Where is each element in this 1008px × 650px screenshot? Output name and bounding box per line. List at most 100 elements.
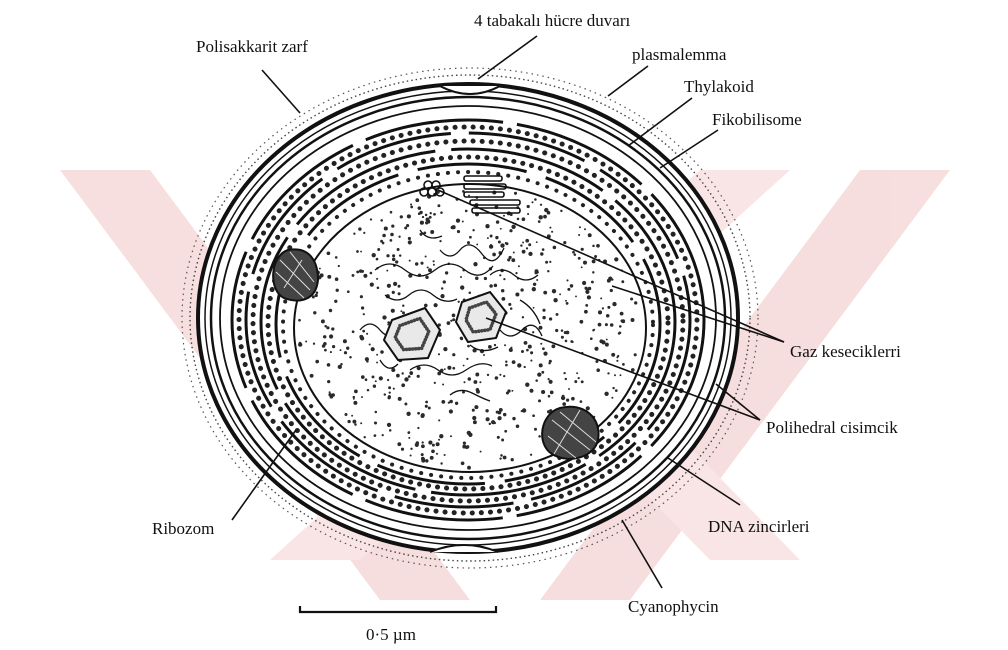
stipple-dot	[476, 243, 478, 245]
stipple-dot	[506, 391, 509, 394]
stipple-dot	[567, 288, 570, 291]
stipple-dot	[336, 289, 339, 292]
stipple-dot	[430, 456, 434, 460]
stipple-dot	[476, 388, 480, 392]
stipple-dot	[560, 210, 562, 212]
stipple-dot	[548, 395, 551, 398]
stipple-dot	[447, 366, 451, 370]
stipple-dot	[536, 241, 538, 243]
stipple-dot	[581, 380, 584, 383]
stipple-dot	[592, 271, 594, 273]
stipple-dot	[360, 251, 362, 253]
stipple-dot	[548, 378, 550, 380]
stipple-dot	[452, 367, 455, 370]
stipple-dot	[511, 225, 515, 229]
stipple-dot	[358, 227, 361, 230]
stipple-dot	[517, 218, 520, 221]
label-polyhedral-body: Polihedral cisimcik	[766, 418, 898, 437]
stipple-dot	[353, 401, 357, 405]
stipple-dot	[330, 351, 332, 353]
stipple-dot	[514, 192, 517, 195]
stipple-dot	[415, 198, 419, 202]
stipple-dot	[461, 338, 463, 340]
stipple-dot	[433, 264, 435, 266]
stipple-dot	[456, 218, 460, 222]
stipple-dot	[622, 363, 625, 366]
stipple-dot	[429, 216, 432, 219]
stipple-dot	[374, 434, 377, 437]
stipple-dot	[379, 376, 383, 380]
stipple-dot	[421, 413, 425, 417]
stipple-dot	[486, 417, 490, 421]
stipple-dot	[428, 441, 432, 445]
stipple-dot	[360, 422, 362, 424]
stipple-dot	[468, 377, 472, 381]
stipple-dot	[539, 326, 543, 330]
stipple-dot	[425, 214, 428, 217]
stipple-dot	[419, 211, 422, 214]
stipple-dot	[316, 291, 319, 294]
stipple-dot	[398, 236, 400, 238]
stipple-dot	[443, 347, 447, 351]
stipple-dot	[434, 303, 438, 307]
stipple-dot	[561, 336, 564, 339]
stipple-dot	[400, 215, 403, 218]
stipple-dot	[592, 245, 595, 248]
stipple-dot	[501, 289, 504, 292]
stipple-dot	[463, 365, 465, 367]
stipple-dot	[485, 224, 489, 228]
stipple-dot	[352, 274, 355, 277]
stipple-dot	[387, 379, 389, 381]
stipple-dot	[581, 248, 584, 251]
label-phycobilisome: Fikobilisome	[712, 110, 802, 129]
stipple-dot	[537, 372, 541, 376]
stipple-dot	[472, 409, 475, 412]
stipple-dot	[592, 259, 596, 263]
stipple-dot	[532, 414, 535, 417]
stipple-dot	[338, 265, 340, 267]
stipple-dot	[387, 324, 389, 326]
stipple-dot	[508, 303, 511, 306]
stipple-dot	[327, 363, 331, 367]
stipple-dot	[408, 437, 410, 439]
stipple-dot	[376, 258, 379, 261]
stipple-dot	[617, 355, 619, 357]
stipple-dot	[518, 265, 520, 267]
stipple-dot	[503, 413, 506, 416]
stipple-dot	[433, 260, 435, 262]
stipple-dot	[327, 275, 331, 279]
stipple-dot	[579, 226, 581, 228]
stipple-dot	[408, 431, 410, 433]
stipple-dot	[594, 255, 597, 258]
stipple-dot	[538, 220, 541, 223]
stipple-dot	[530, 351, 533, 354]
stipple-dot	[543, 352, 547, 356]
stipple-dot	[555, 329, 558, 332]
stipple-dot	[389, 429, 392, 432]
stipple-dot	[467, 431, 471, 435]
stipple-dot	[362, 330, 365, 333]
stipple-dot	[539, 363, 543, 367]
label-polysaccharide-sheath: Polisakkarit zarf	[196, 37, 308, 56]
stipple-dot	[614, 257, 618, 261]
stipple-dot	[515, 272, 517, 274]
stipple-dot	[545, 261, 548, 264]
stipple-dot	[499, 457, 501, 459]
scale-bar: 0·5 µm	[300, 606, 496, 644]
stipple-dot	[390, 211, 393, 214]
stipple-dot	[512, 417, 515, 420]
stipple-dot	[496, 411, 499, 414]
stipple-dot	[503, 215, 505, 217]
stipple-dot	[611, 397, 613, 399]
stipple-dot	[431, 449, 435, 453]
stipple-dot	[437, 204, 440, 207]
stipple-dot	[392, 258, 396, 262]
stipple-dot	[549, 261, 551, 263]
stipple-dot	[549, 317, 552, 320]
stipple-dot	[568, 388, 570, 390]
stipple-dot	[449, 400, 453, 404]
stipple-dot	[361, 375, 365, 379]
stipple-dot	[401, 383, 405, 387]
stipple-dot	[361, 396, 363, 398]
stipple-dot	[360, 336, 364, 340]
